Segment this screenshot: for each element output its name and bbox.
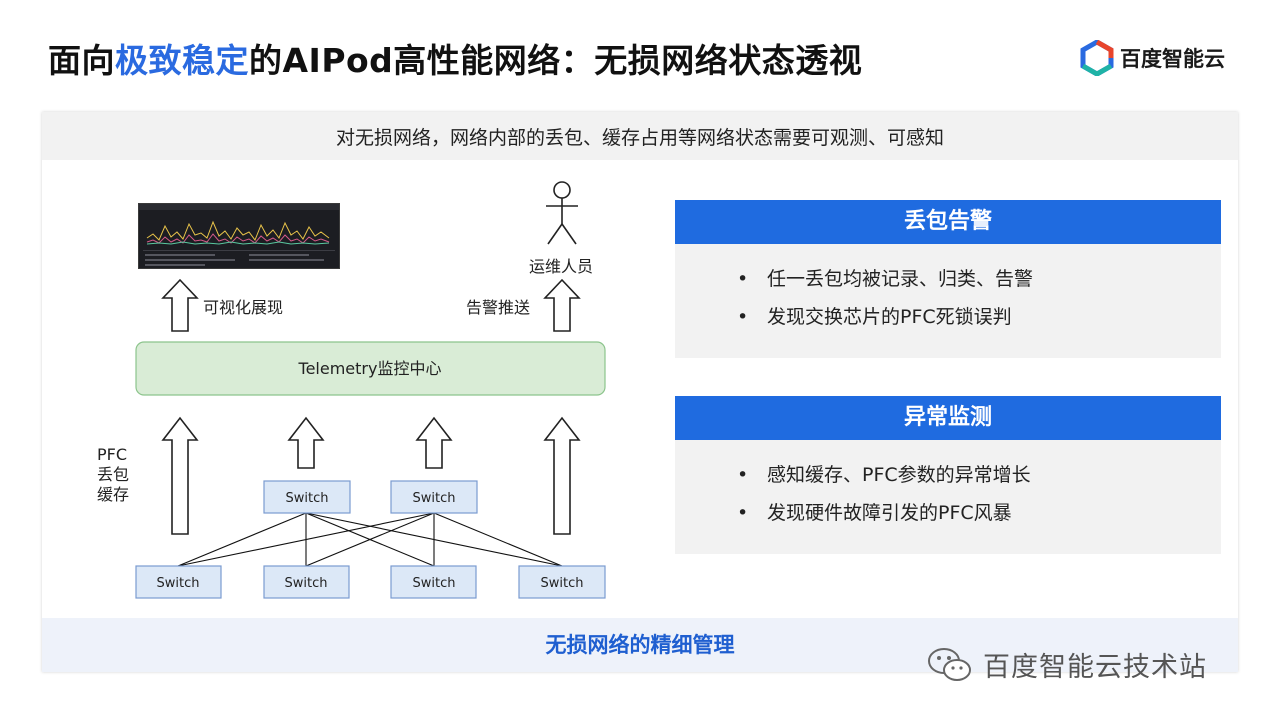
switch-leaf-3: Switch	[390, 565, 477, 599]
switch-label: Switch	[413, 576, 456, 591]
list-item-text: 任一丢包均被记录、归类、告警	[767, 268, 1034, 290]
switch-label: Switch	[413, 491, 456, 506]
list-item-text: 发现硬件故障引发的PFC风暴	[767, 502, 1012, 524]
bullet: •	[737, 306, 749, 328]
bullet: •	[737, 464, 749, 486]
title-part1: 面向	[48, 41, 115, 80]
title-part2: 的AIPod高性能网络：无损网络状态透视	[249, 41, 863, 80]
switch-label: Switch	[541, 576, 584, 591]
alert-push-label: 告警推送	[466, 298, 531, 317]
ops-person-icon	[546, 181, 578, 245]
list-item-text: 感知缓存、PFC参数的异常增长	[767, 464, 1031, 486]
anomaly-monitor-card: 异常监测 • 感知缓存、PFC参数的异常增长 • 发现硬件故障引发的PFC风暴	[675, 396, 1221, 554]
switch-label: Switch	[157, 576, 200, 591]
pfc-label-line: 缓存	[97, 485, 130, 504]
brand-logo: 百度智能云	[1080, 40, 1225, 76]
up-arrow-icon	[543, 278, 581, 332]
dashboard-screenshot	[138, 203, 340, 269]
ops-label: 运维人员	[529, 257, 594, 276]
pfc-label-line: PFC	[97, 445, 128, 464]
watermark: 百度智能云技术站	[925, 644, 1207, 684]
up-arrow-icon	[161, 278, 199, 332]
card-list: • 感知缓存、PFC参数的异常增长 • 发现硬件故障引发的PFC风暴	[675, 440, 1221, 536]
switch-label: Switch	[286, 491, 329, 506]
card-list: • 任一丢包均被记录、归类、告警 • 发现交换芯片的PFC死锁误判	[675, 244, 1221, 340]
packet-loss-alert-card: 丢包告警 • 任一丢包均被记录、归类、告警 • 发现交换芯片的PFC死锁误判	[675, 200, 1221, 358]
logo-text: 百度智能云	[1120, 47, 1225, 71]
switch-spine-2: Switch	[390, 480, 478, 514]
card-title: 丢包告警	[675, 200, 1221, 244]
list-item-text: 发现交换芯片的PFC死锁误判	[767, 306, 1012, 328]
up-arrow-icon	[543, 416, 581, 535]
pfc-label-line: 丢包	[97, 465, 130, 484]
panel-header: 对无损网络，网络内部的丢包、缓存占用等网络状态需要可观测、可感知	[42, 112, 1238, 160]
telemetry-center-box	[135, 341, 606, 396]
switch-leaf-2: Switch	[263, 565, 350, 599]
title-highlight: 极致稳定	[115, 41, 249, 80]
telemetry-center-label: Telemetry监控中心	[298, 359, 442, 378]
list-item: • 发现交换芯片的PFC死锁误判	[737, 302, 1221, 340]
wechat-icon	[928, 648, 971, 681]
switch-spine-1: Switch	[263, 480, 351, 514]
panel-footer: 无损网络的精细管理	[42, 618, 1238, 672]
switch-leaf-1: Switch	[135, 565, 222, 599]
switch-leaf-4: Switch	[518, 565, 606, 599]
viz-label: 可视化展现	[203, 298, 284, 317]
switch-label: Switch	[285, 576, 328, 591]
dashboard-chart-image	[139, 204, 339, 266]
bullet: •	[737, 502, 749, 524]
cube-logo-icon	[1080, 40, 1114, 76]
page-title: 面向极致稳定的AIPod高性能网络：无损网络状态透视	[48, 34, 862, 82]
up-arrow-icon	[287, 416, 325, 469]
list-item: • 任一丢包均被记录、归类、告警	[737, 264, 1221, 302]
up-arrow-icon	[415, 416, 453, 469]
bullet: •	[737, 268, 749, 290]
watermark-text: 百度智能云技术站	[983, 651, 1207, 683]
list-item: • 发现硬件故障引发的PFC风暴	[737, 498, 1221, 536]
up-arrow-icon	[161, 416, 199, 535]
switch-links	[177, 512, 563, 567]
list-item: • 感知缓存、PFC参数的异常增长	[737, 460, 1221, 498]
pfc-label: PFC 丢包 缓存	[97, 445, 129, 505]
card-title: 异常监测	[675, 396, 1221, 440]
